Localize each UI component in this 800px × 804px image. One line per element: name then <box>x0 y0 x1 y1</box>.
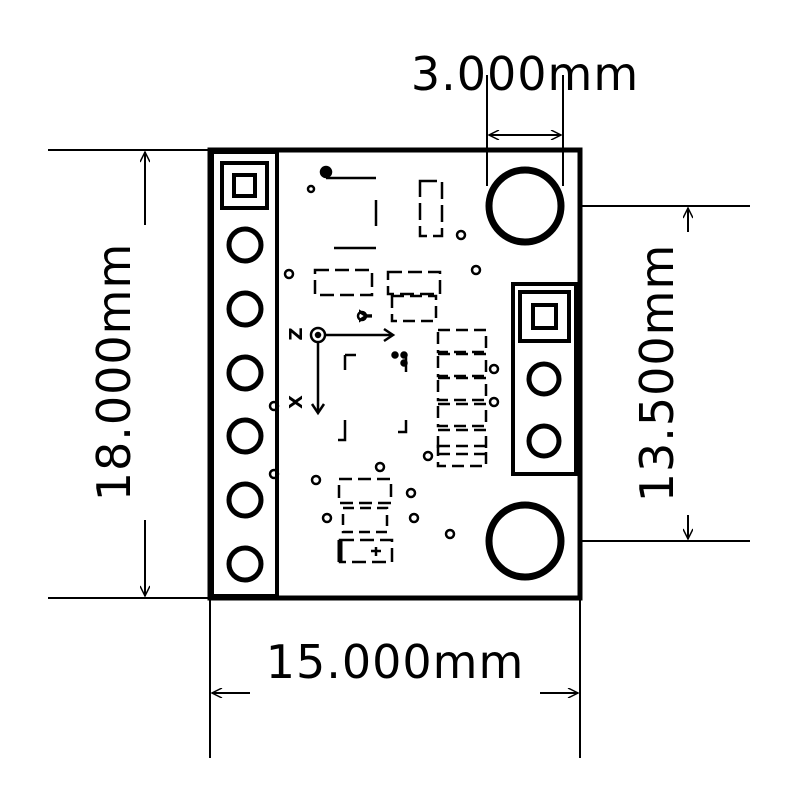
left-header-pin <box>226 290 264 328</box>
diode-outline <box>338 538 394 564</box>
capacitor-outline <box>337 477 393 505</box>
silkscreen-components <box>268 165 500 564</box>
mounting-hole-top <box>485 166 565 246</box>
left-header-pin <box>226 354 264 392</box>
pin1-dot <box>319 165 333 179</box>
mounting-hole-bottom <box>485 501 565 581</box>
dimension-lines <box>48 75 750 758</box>
right-header-pin <box>526 423 562 459</box>
dim-left-height: 18.000mm <box>87 243 141 502</box>
resistor-outline <box>436 328 488 354</box>
left-header-pin <box>226 545 264 583</box>
capacitor-outline <box>386 270 442 296</box>
right-pin-header <box>511 282 578 476</box>
left-header-outline <box>210 150 279 598</box>
left-header-pad-square <box>220 161 269 210</box>
resistor-outline <box>436 402 488 428</box>
dim-top-width: 3.000mm <box>411 47 639 101</box>
right-header-pin <box>526 361 562 397</box>
capacitor-outline <box>313 268 374 297</box>
axis-label-x: X <box>286 395 307 409</box>
right-header-hole-square <box>531 303 558 330</box>
capacitor-outline <box>390 294 438 323</box>
chip-corner <box>398 420 408 434</box>
left-header-hole-square <box>232 173 257 198</box>
resistor-outline <box>436 444 488 468</box>
via <box>306 184 316 194</box>
axis-label-y: Y <box>356 309 377 324</box>
dim-right-height: 13.500mm <box>630 244 684 503</box>
resistor-outline <box>436 428 488 456</box>
left-pin-header <box>210 150 279 598</box>
capacitor-outline <box>418 179 444 238</box>
chip-corner <box>338 420 347 442</box>
right-header-pad-square <box>518 290 571 343</box>
resistor-outline <box>436 352 488 378</box>
resistor-outline <box>436 376 488 402</box>
dim-bottom-width: 15.000mm <box>266 635 525 689</box>
left-header-pin <box>226 417 264 455</box>
left-header-pin <box>226 481 264 519</box>
board-outline <box>207 147 583 601</box>
left-header-pin <box>226 226 264 264</box>
axis-label-z: Z <box>286 327 307 340</box>
capacitor-outline <box>341 506 389 534</box>
right-header-outline <box>511 282 578 476</box>
chip-corner <box>343 353 356 370</box>
